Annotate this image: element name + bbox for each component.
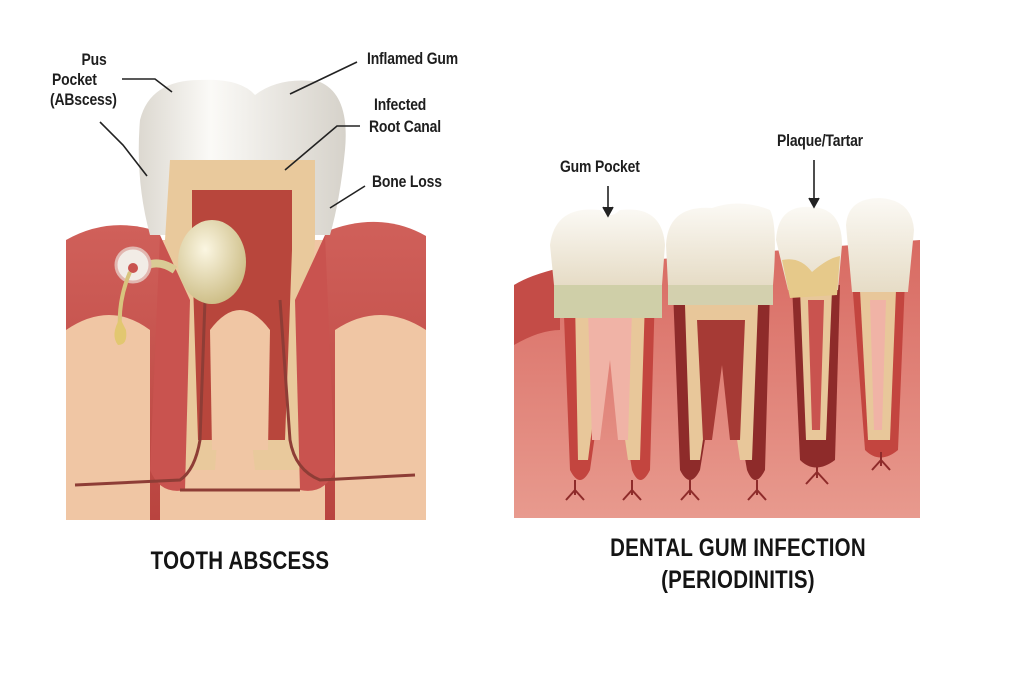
label-gum-pocket: Gum Pocket: [560, 157, 640, 176]
label-bone-loss: Bone Loss: [372, 172, 442, 191]
label-plaque-tartar: Plaque/Tartar: [777, 131, 863, 150]
label-inflamed-gum: Inflamed Gum: [367, 49, 458, 68]
title-tooth-abscess: TOOTH ABSCESS: [150, 547, 330, 575]
title-periodontitis: (PERIODINITIS): [661, 566, 815, 594]
label-pus-pocket-1: Pus: [81, 50, 107, 69]
tooth-abscess-illustration: [66, 79, 426, 520]
label-pus-pocket-3: (ABscess): [50, 90, 117, 109]
label-infected-root-canal-1: Infected: [374, 95, 427, 114]
label-pus-pocket-2: Pocket: [52, 70, 97, 89]
title-gum-infection: DENTAL GUM INFECTION: [610, 534, 866, 562]
left-pointer-lines: [99, 61, 366, 209]
label-infected-root-canal-2: Root Canal: [369, 117, 441, 136]
right-pointer-lines: [602, 160, 820, 218]
gum-infection-illustration: [514, 198, 920, 518]
